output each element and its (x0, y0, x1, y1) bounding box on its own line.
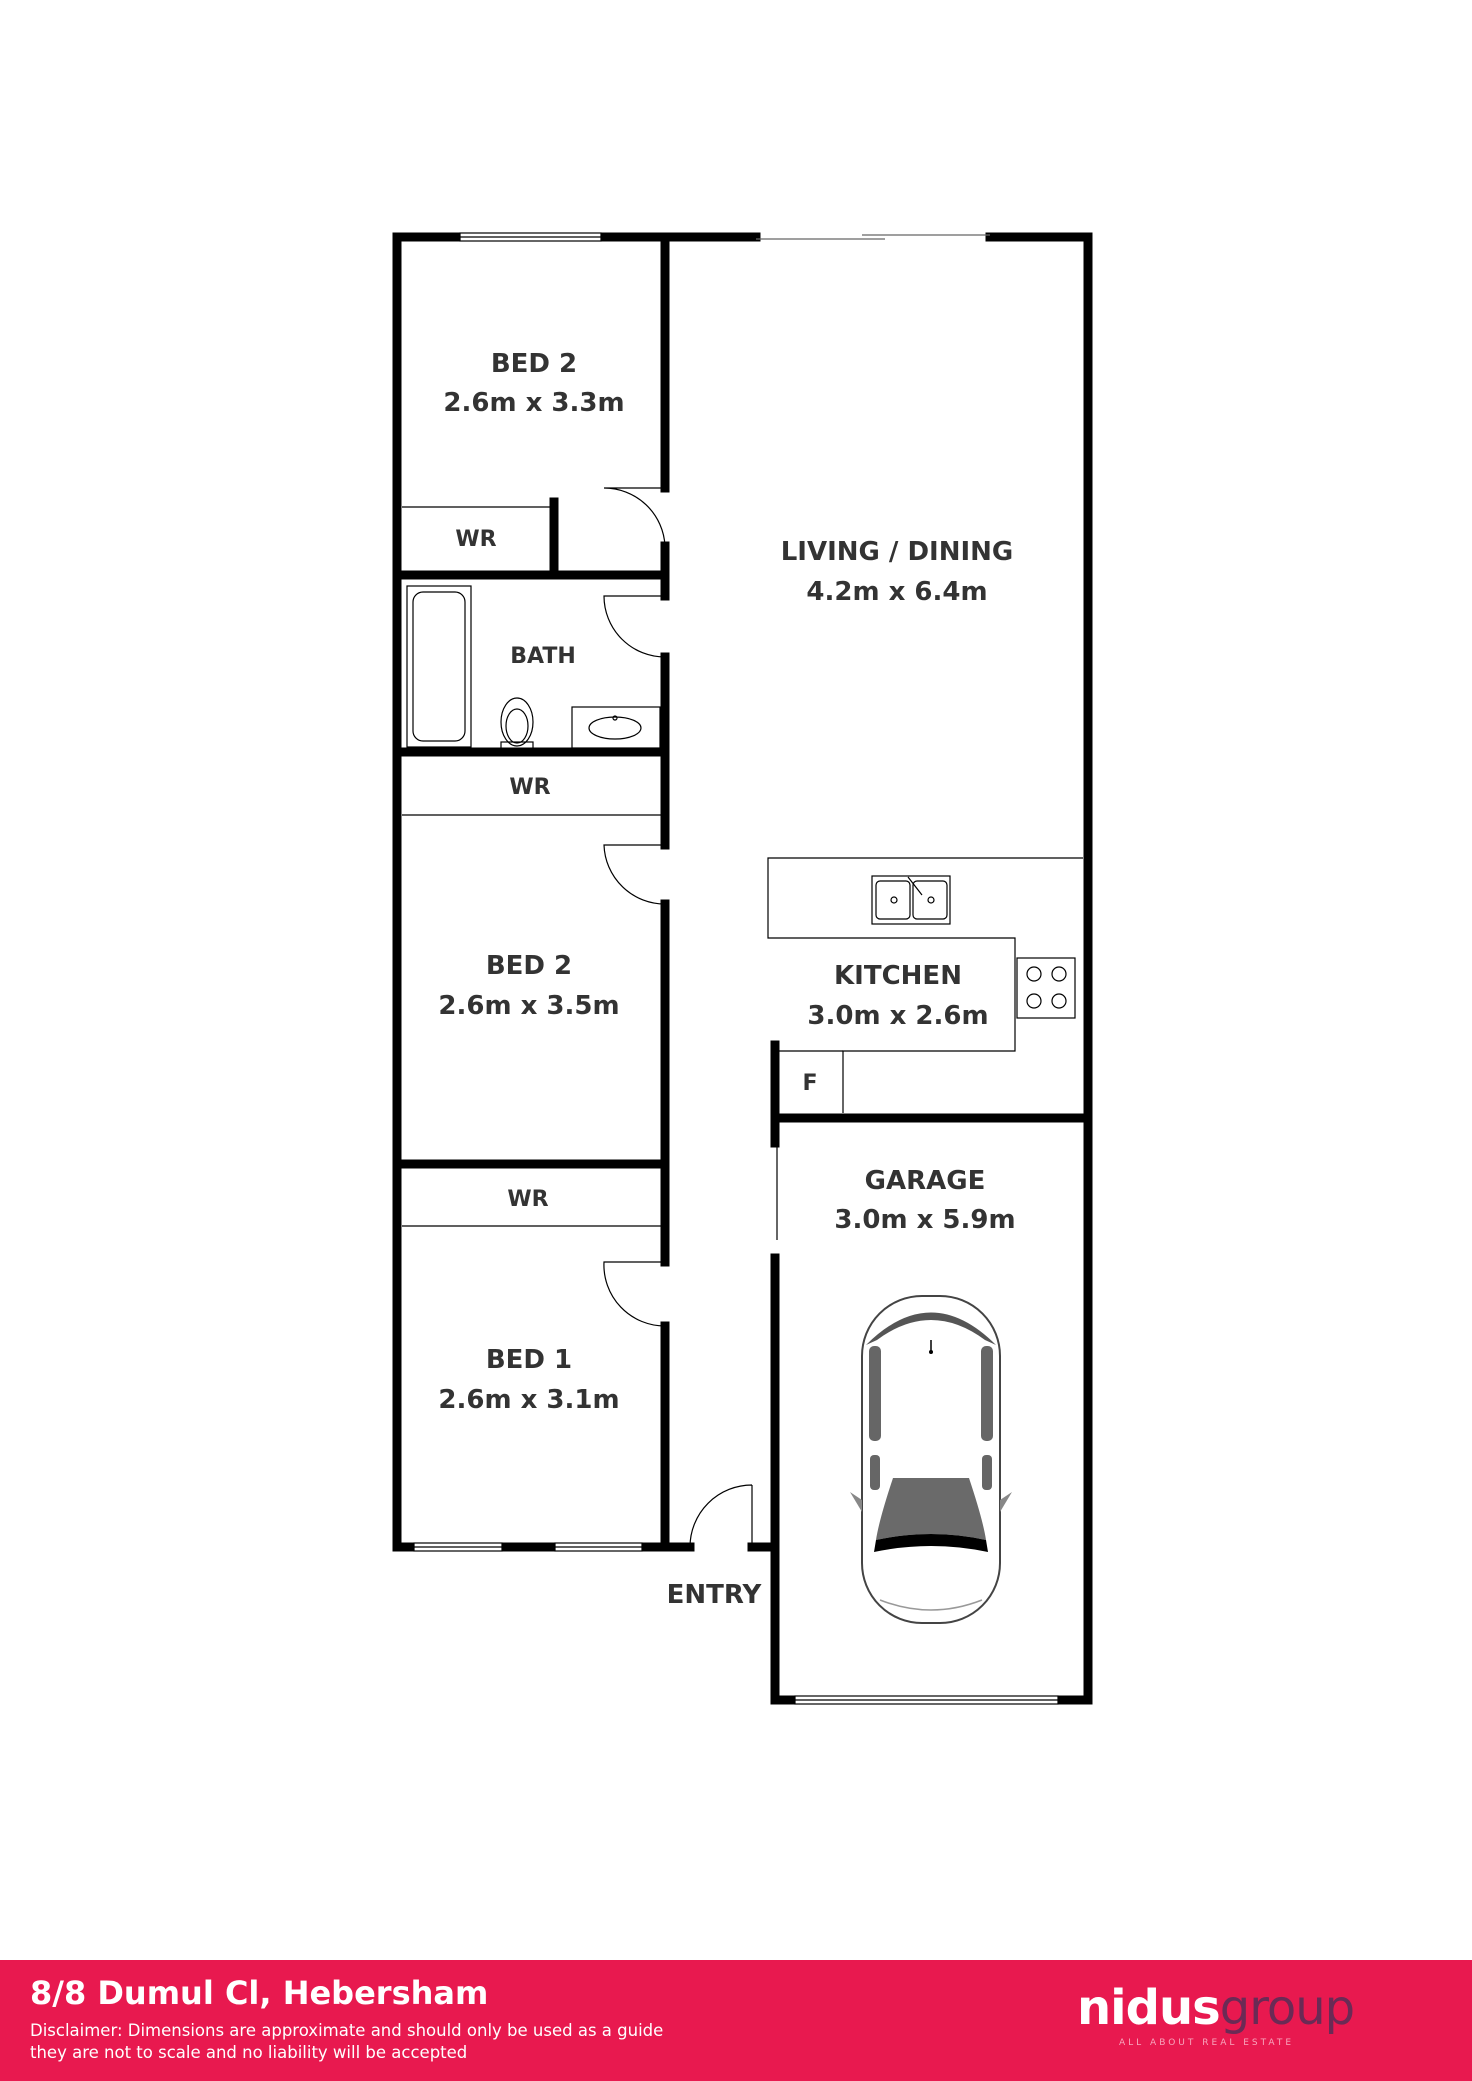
fittings (402, 506, 1083, 1227)
disclaimer-text: Disclaimer: Dimensions are approximate a… (30, 2021, 664, 2062)
room-name: KITCHEN (834, 961, 962, 991)
sliding-door (756, 234, 990, 240)
room-name: BED 1 (486, 1345, 572, 1375)
room-name: LIVING / DINING (781, 537, 1014, 567)
entry-label: ENTRY (667, 1580, 763, 1610)
room-label-kitchen: KITCHEN 3.0m x 2.6m (807, 961, 988, 1031)
room-name: BED 2 (491, 349, 577, 379)
room-dimensions: 2.6m x 3.5m (438, 991, 619, 1021)
room-dimensions: 3.0m x 2.6m (807, 1001, 988, 1031)
logo-tagline: ALL ABOUT REAL ESTATE (1119, 2038, 1295, 2048)
room-dimensions: 2.6m x 3.1m (438, 1385, 619, 1415)
fridge-label: F (802, 1071, 817, 1096)
windows (413, 232, 1059, 1705)
logo-part-nidus: nidus (1077, 1980, 1221, 2036)
logo-wordmark: nidusgroup (1077, 1980, 1355, 2036)
room-dimensions: 3.0m x 5.9m (834, 1205, 1015, 1235)
wr-label-mid: WR (509, 775, 550, 800)
room-label-bed1: BED 1 2.6m x 3.1m (438, 1345, 619, 1415)
bathtub-icon (406, 585, 472, 748)
logo-part-group: group (1219, 1980, 1355, 2036)
room-label-bed2-mid: BED 2 2.6m x 3.5m (438, 951, 619, 1021)
room-dimensions: 4.2m x 6.4m (806, 577, 987, 607)
wr-label-bottom: WR (507, 1187, 548, 1212)
floor-plan: BED 2 2.6m x 3.3m WR LIVING / DINING 4.2… (392, 232, 1093, 1705)
walls (392, 232, 1093, 1705)
toilet-icon (500, 697, 534, 751)
room-name: BED 2 (486, 951, 572, 981)
room-label-living: LIVING / DINING 4.2m x 6.4m (781, 537, 1014, 607)
room-label-bath: BATH (510, 644, 576, 669)
footer-banner: 8/8 Dumul Cl, Hebersham Disclaimer: Dime… (0, 1960, 1472, 2081)
wr-label-top: WR (455, 527, 496, 552)
door-swings (603, 487, 778, 1548)
cooktop-icon (1016, 957, 1076, 1019)
company-logo: nidusgroup ALL ABOUT REAL ESTATE (1077, 1980, 1377, 2060)
room-name: GARAGE (865, 1166, 986, 1196)
room-dimensions: 2.6m x 3.3m (443, 388, 624, 418)
basin-icon (571, 706, 661, 749)
property-address: 8/8 Dumul Cl, Hebersham (30, 1974, 489, 2012)
room-label-bed2-top: BED 2 2.6m x 3.3m (443, 349, 624, 418)
room-label-garage: GARAGE 3.0m x 5.9m (834, 1166, 1015, 1235)
sink-icon (871, 875, 951, 925)
car-icon (850, 1295, 1012, 1624)
